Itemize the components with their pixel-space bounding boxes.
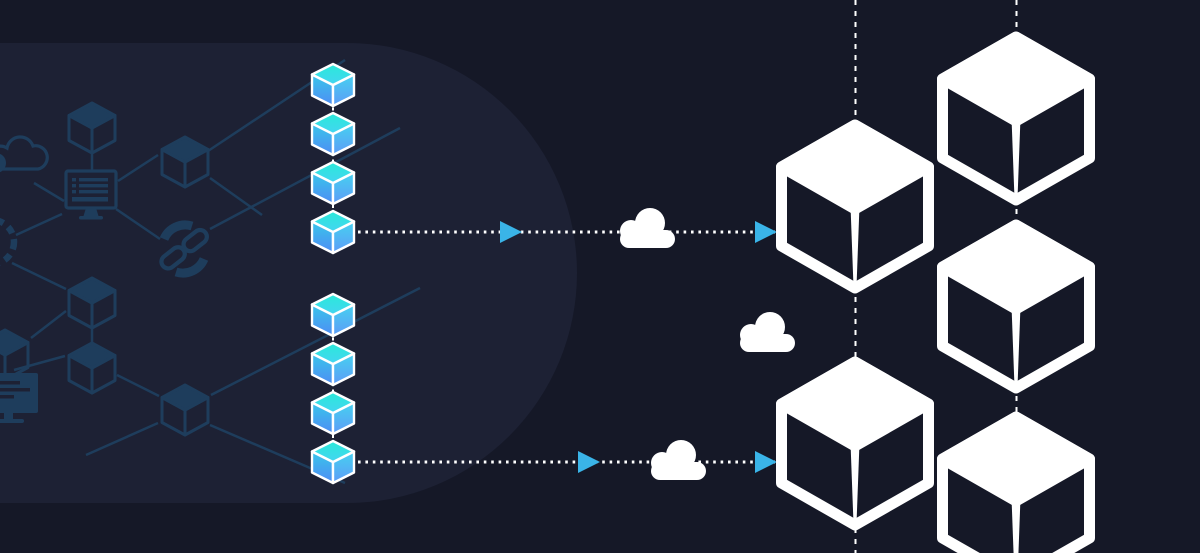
block-icon xyxy=(310,439,356,485)
ledger-cube-icon xyxy=(943,225,1090,388)
block-icon xyxy=(310,160,356,206)
flow-arrow-bottom xyxy=(358,451,777,473)
cloud-icon xyxy=(740,312,795,352)
ledger-column-left xyxy=(782,125,929,525)
chain-link-icon xyxy=(159,220,209,278)
monitor-icon xyxy=(0,373,38,423)
ledger-column-right xyxy=(943,37,1090,553)
block-icon xyxy=(310,209,356,255)
ledger-cube-icon xyxy=(943,417,1090,553)
block-chain-bottom xyxy=(310,292,356,485)
block-icon xyxy=(310,62,356,108)
block-icon xyxy=(310,111,356,157)
left-panel xyxy=(0,43,577,503)
block-chain-top xyxy=(310,62,356,255)
arrowhead-icon xyxy=(578,451,600,473)
ledger-cube-icon xyxy=(782,362,929,525)
arrowhead-icon xyxy=(755,451,777,473)
clouds-layer xyxy=(620,208,795,480)
cloud-icon xyxy=(0,135,49,173)
arrowhead-icon xyxy=(500,221,522,243)
arrowhead-icon xyxy=(755,221,777,243)
block-icon xyxy=(310,292,356,338)
flow-arrow-top xyxy=(358,221,777,243)
block-icon xyxy=(310,390,356,436)
cloud-icon xyxy=(620,208,675,248)
ledger-cube-icon xyxy=(782,125,929,288)
monitor-icon xyxy=(64,169,118,220)
ledger-cube-icon xyxy=(943,37,1090,200)
dashed-ring-icon xyxy=(0,218,18,266)
network-illustration xyxy=(0,58,421,485)
block-icon xyxy=(310,341,356,387)
cloud-icon xyxy=(651,440,706,480)
